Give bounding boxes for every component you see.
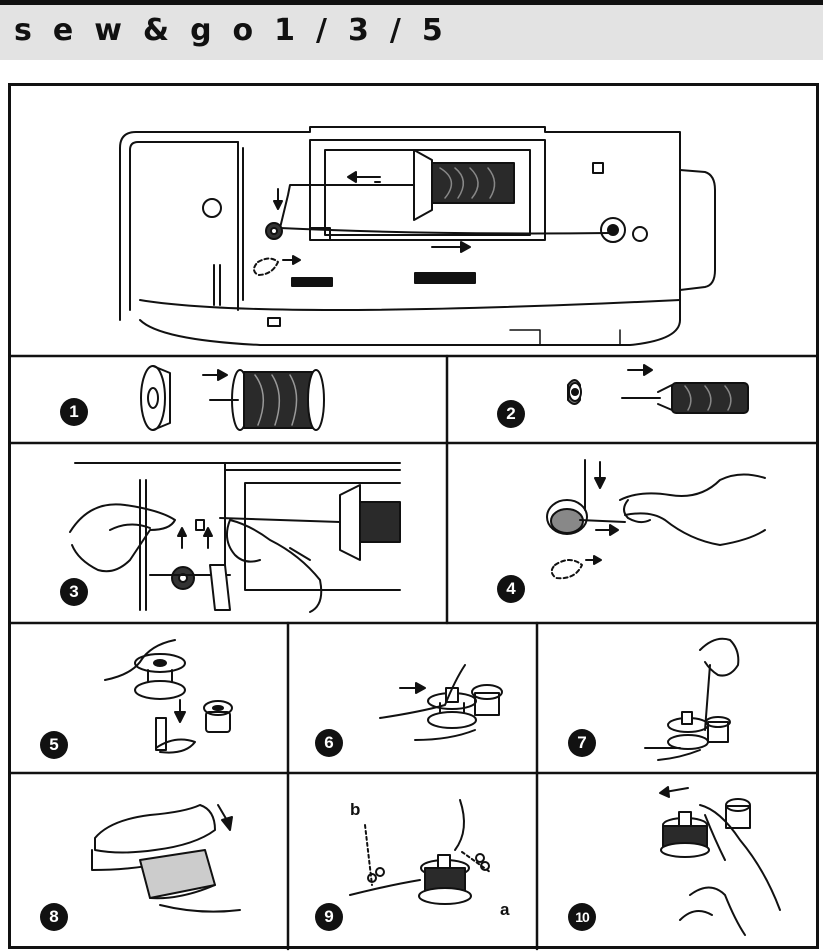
- step4-illustration: [546, 459, 766, 580]
- step-badge-7: 7: [568, 729, 596, 757]
- step8-illustration: [91, 804, 241, 913]
- page-title: sew&go1/3/5: [14, 13, 464, 48]
- step-badge-1: 1: [60, 398, 88, 426]
- step7-illustration: [644, 637, 740, 761]
- step10-illustration: [659, 786, 781, 936]
- step6-illustration: [379, 664, 503, 741]
- step-badge-2: 2: [497, 400, 525, 428]
- step-badge-5: 5: [40, 731, 68, 759]
- panel-grid: [8, 354, 819, 951]
- step2-illustration: [567, 364, 749, 414]
- step-badge-9: 9: [315, 903, 343, 931]
- label-b: b: [350, 800, 361, 819]
- step5-illustration: [104, 639, 233, 754]
- step-badge-3: 3: [60, 578, 88, 606]
- step3-illustration: [69, 462, 401, 613]
- instruction-frame: [8, 83, 819, 949]
- scissors-icon: [367, 867, 385, 883]
- machine-top-view: [119, 126, 716, 346]
- step-badge-4: 4: [497, 575, 525, 603]
- step1-illustration: [140, 365, 325, 431]
- step9-illustration: [349, 799, 491, 905]
- step-badge-6: 6: [315, 729, 343, 757]
- step-badge-10: 10: [568, 903, 596, 931]
- label-a: a: [500, 900, 510, 919]
- page-header: sew&go1/3/5: [0, 0, 823, 60]
- step-badge-8: 8: [40, 903, 68, 931]
